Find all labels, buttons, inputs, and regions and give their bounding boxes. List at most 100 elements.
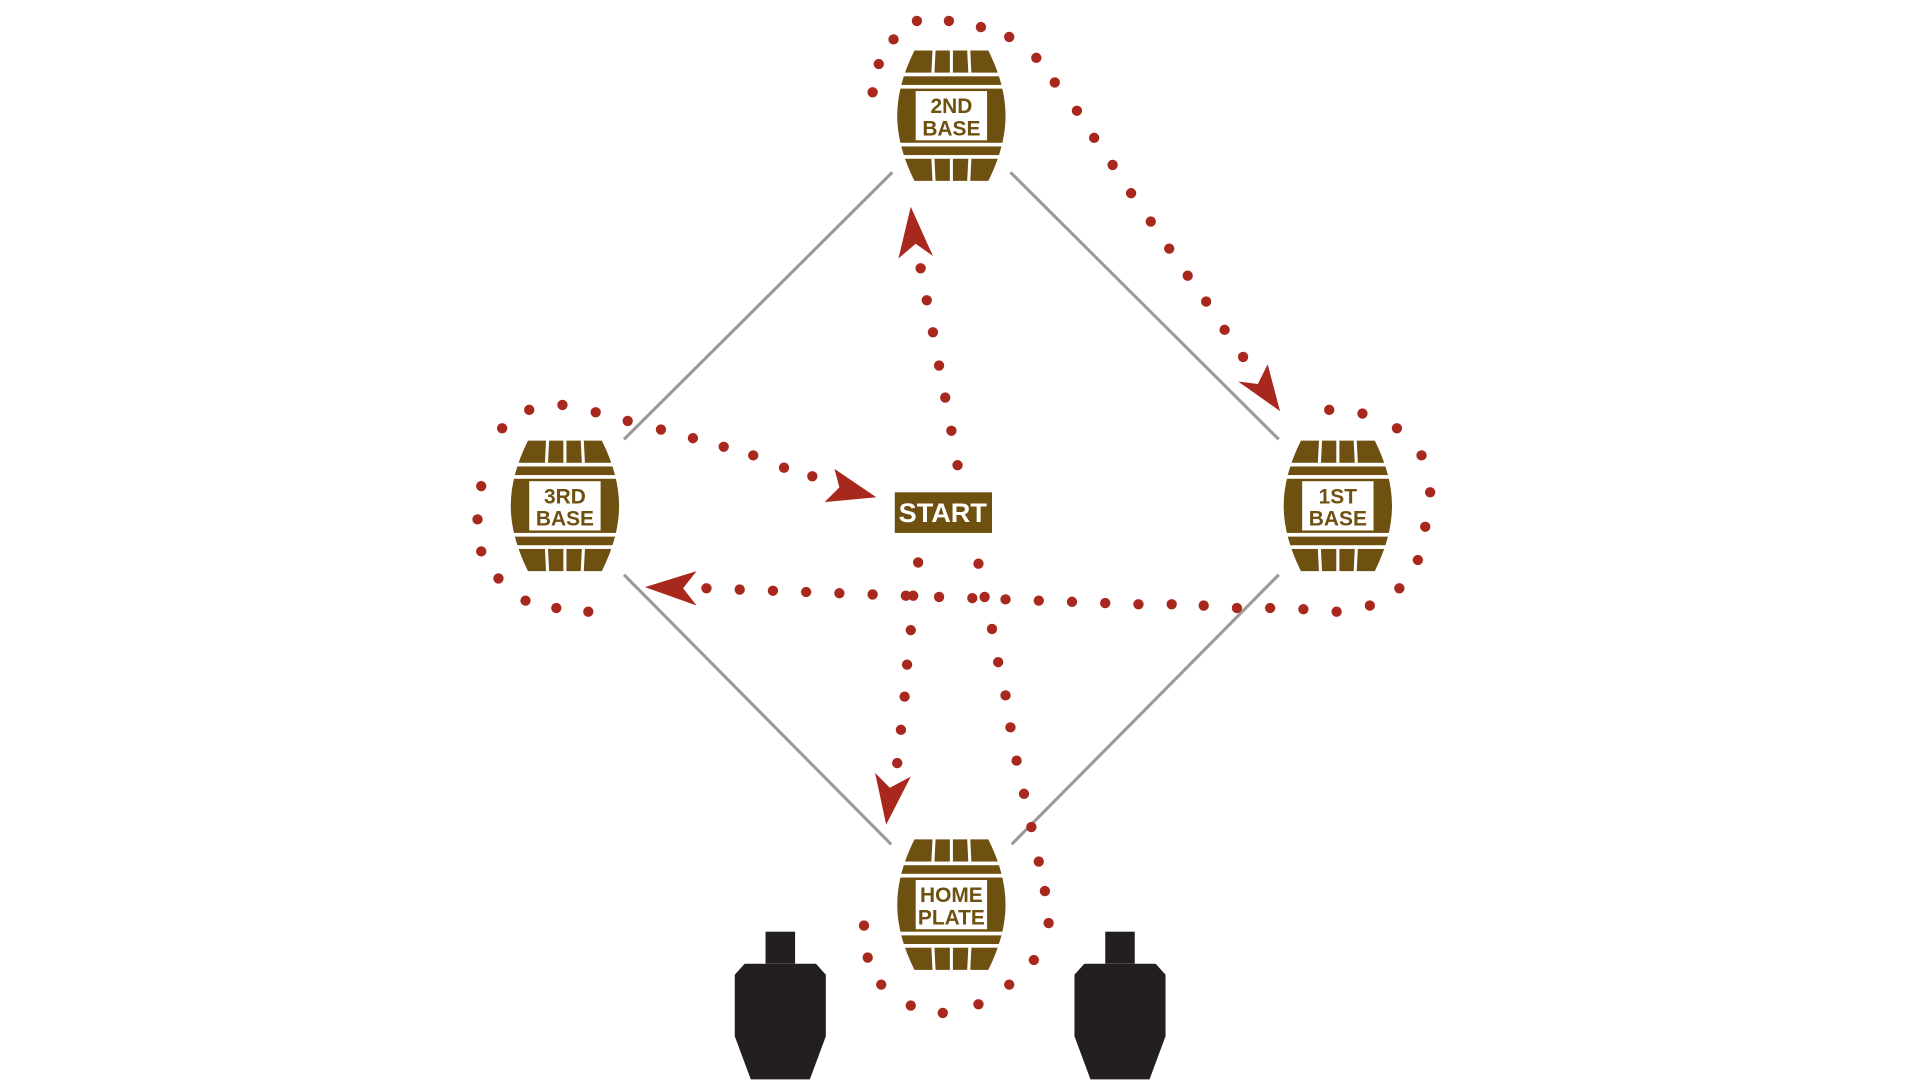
run-path-dots [472,15,1436,1019]
path-dot [900,590,912,601]
path-dot [1219,324,1230,336]
path-dot [888,34,899,45]
path-dot [496,423,508,434]
path-dot [973,999,984,1010]
path-dot [1000,690,1011,701]
label-base: BASE [922,117,980,140]
path-dot [975,21,987,33]
path-dot [873,58,884,70]
path-dot [979,591,990,603]
path-dot [622,415,633,427]
path-dot [858,920,870,931]
path-dot [1364,600,1376,611]
path-dot [901,659,913,670]
path-dot [476,546,487,557]
path-dot [876,979,887,990]
path-dot [986,623,998,635]
path-dot [912,557,924,568]
label-plate: PLATE [918,906,985,929]
path-dot [1011,755,1022,766]
line-2nd-to-3rd [622,171,894,441]
path-dot [943,15,955,27]
line-2nd-to-1st [1009,171,1280,441]
path-dot [807,471,818,482]
path-dot [1033,595,1044,606]
path-dot [476,480,487,492]
path-dot [867,87,878,98]
path-dot [908,590,919,601]
path-dot [927,327,939,338]
path-dot [940,392,951,403]
path-dot [524,404,535,416]
path-dot [1324,404,1335,416]
path-dot [1164,243,1175,254]
path-dot [1357,408,1368,419]
path-dot [937,1007,948,1019]
path-dot [748,450,759,461]
path-dot [911,15,923,27]
arrow-right-icon [824,468,877,503]
path-dot [973,558,984,569]
path-dot [933,360,945,371]
path-dot [1416,450,1427,461]
path-dot [1043,917,1054,929]
path-dot [493,573,504,584]
target-right-icon [1074,931,1166,1080]
label-base: BASE [536,508,594,531]
path-dot [1031,52,1042,64]
path-dot [1107,159,1118,171]
path-dot [1264,602,1276,614]
arrow-down-right-icon [1238,364,1280,412]
path-dot [734,584,745,595]
path-dot [778,462,790,473]
label-base: BASE [1309,508,1367,531]
path-dot [1088,132,1100,144]
path-dot [1005,722,1016,733]
path-dot [1412,554,1424,566]
path-dot [915,263,926,274]
path-dot [905,1000,916,1011]
path-dot [1237,351,1249,363]
path-dot [895,724,907,736]
path-dot [767,585,779,596]
path-dot [1028,954,1040,966]
run-path-arrows [644,206,1280,825]
path-dot [834,588,845,599]
path-dot [992,656,1004,668]
path-dot [1071,105,1083,116]
arrow-down-icon [875,772,911,825]
path-dot [905,624,916,636]
line-3rd-to-home [622,573,893,846]
path-dot [718,441,729,452]
path-dot [1420,521,1431,532]
path-dot [867,589,878,600]
path-dot [1182,270,1193,281]
path-dot [472,514,483,525]
path-dot [800,586,812,598]
path-dot [1004,31,1015,43]
path-dot [1049,77,1060,88]
barrel-2nd-base: 2ND BASE [888,46,1015,185]
path-dot [921,295,932,306]
path-dot [862,952,873,963]
path-dot [1298,604,1309,615]
path-dot [1424,487,1436,498]
path-dot [655,424,667,435]
label-1st: 1ST [1319,485,1358,508]
path-dot [1133,599,1144,610]
path-dot [1026,821,1037,833]
path-dot [946,425,957,436]
path-dot [701,583,712,594]
path-dot [1331,606,1342,617]
barrel-3rd-base: 3RD BASE [501,436,629,576]
path-dot [1066,596,1078,608]
path-dot [1166,599,1177,610]
path-dot [892,757,903,769]
barrel-home-plate: HOME PLATE [888,835,1015,974]
path-dot [583,606,594,617]
arrow-up-icon [898,206,933,259]
path-dot [1200,296,1212,307]
path-dot [933,591,945,603]
